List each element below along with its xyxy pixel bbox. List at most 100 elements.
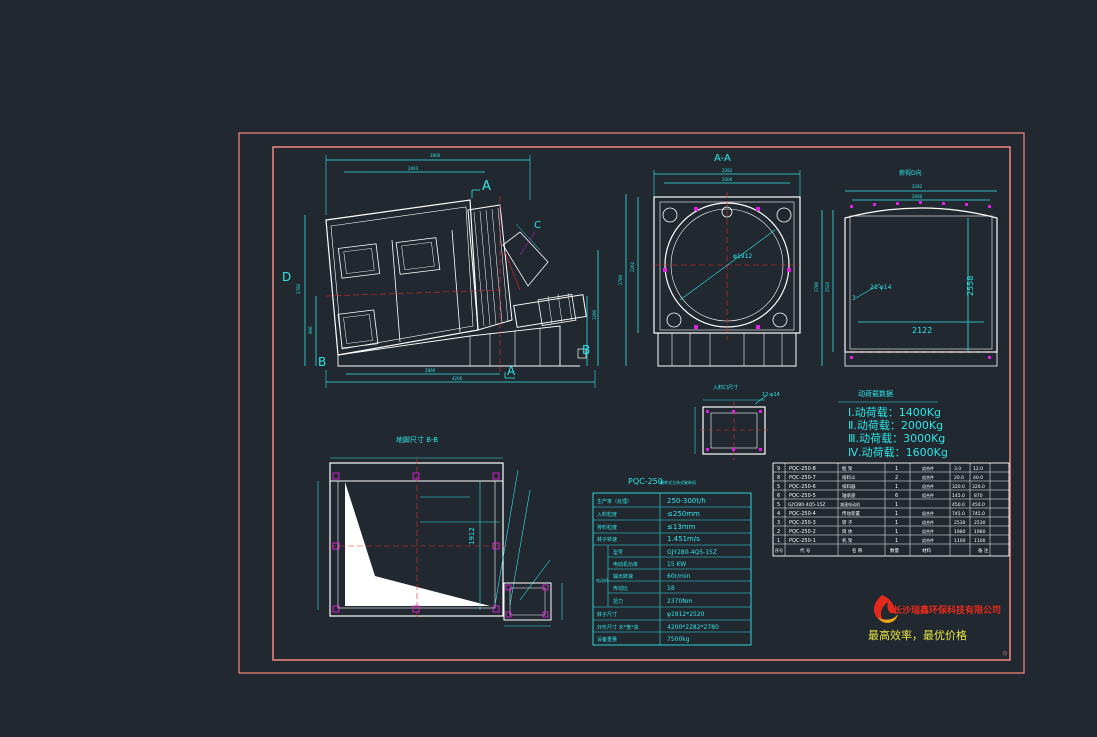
svg-text:2370Nm: 2370Nm: [667, 598, 693, 605]
bom-row-7: 3 PQC-250-3 转 子 1 组合件 2530 2530: [777, 519, 986, 526]
svg-text:组合件: 组合件: [922, 528, 934, 534]
svg-text:1: 1: [895, 484, 898, 490]
svg-text:5: 5: [777, 484, 780, 490]
svg-text:2282: 2282: [722, 168, 733, 173]
svg-text:组合件: 组合件: [922, 492, 934, 498]
spec-subtitle: 翻转式立体式破碎机: [660, 479, 696, 485]
svg-text:PQC-250-6: PQC-250-6: [789, 484, 816, 490]
svg-text:入料粒度: 入料粒度: [597, 511, 617, 518]
svg-text:1100: 1100: [974, 538, 986, 544]
svg-text:2900: 2900: [430, 153, 441, 158]
svg-text:2003: 2003: [408, 166, 419, 171]
frame-corner-mark: Q: [1003, 651, 1007, 657]
svg-text:2780: 2780: [296, 283, 301, 294]
load-line-4: Ⅳ.动荷载：1600Kg: [848, 446, 948, 459]
svg-text:2262: 2262: [630, 261, 635, 272]
svg-text:450.0: 450.0: [972, 502, 985, 508]
svg-text:转 子: 转 子: [842, 519, 853, 526]
svg-text:745.0: 745.0: [952, 511, 965, 517]
svg-text:1980: 1980: [954, 529, 966, 535]
svg-text:组合件: 组合件: [922, 519, 934, 525]
svg-text:外形尺寸 长*宽*高: 外形尺寸 长*宽*高: [597, 624, 639, 631]
svg-text:2000: 2000: [912, 194, 923, 199]
svg-text:组合件: 组合件: [922, 537, 934, 543]
bom-row-3: 5 PQC-250-6 排料器 1 组合件 320.0 320.0: [777, 483, 985, 490]
svg-text:250-300t/h: 250-300t/h: [667, 497, 706, 505]
svg-text:排料器: 排料器: [842, 483, 856, 490]
svg-text:组合件: 组合件: [922, 474, 934, 480]
svg-text:机 架: 机 架: [842, 537, 853, 544]
svg-text:2: 2: [895, 475, 898, 481]
bom-row-8: 2 PQC-250-2 筒 体 1 组合件 1980 1980: [777, 528, 986, 535]
svg-text:1100: 1100: [954, 538, 966, 544]
svg-text:设备重量: 设备重量: [597, 636, 617, 643]
svg-text:减速电动机: 减速电动机: [840, 501, 860, 507]
svg-text:型号: 型号: [613, 549, 623, 556]
svg-text:8: 8: [777, 475, 780, 481]
inner-frame: [272, 146, 1011, 661]
svg-text:3: 3: [852, 295, 856, 302]
svg-text:1980: 1980: [974, 529, 986, 535]
svg-text:PQC-250-3: PQC-250-3: [789, 520, 816, 526]
svg-text:1.451m/s: 1.451m/s: [667, 535, 700, 543]
rotor-diameter-label: φ1912: [733, 253, 752, 260]
side-view-height: 2558: [966, 276, 975, 296]
svg-text:12.0: 12.0: [973, 466, 983, 472]
svg-text:代 号: 代 号: [800, 547, 811, 554]
svg-text:1: 1: [895, 502, 898, 508]
svg-text:轴承座: 轴承座: [842, 492, 856, 499]
svg-text:电动机功率: 电动机功率: [613, 561, 638, 568]
svg-text:906: 906: [308, 326, 313, 334]
svg-text:1: 1: [895, 511, 898, 517]
side-view-width: 2122: [912, 326, 932, 335]
svg-text:450.0: 450.0: [952, 502, 965, 508]
svg-text:PQC-250-8: PQC-250-8: [789, 466, 816, 472]
spec-rows: 生产率（处理） 250-300t/h 入料粒度 ≤250mm 排料粒度 ≤13m…: [596, 497, 719, 643]
svg-text:筒 体: 筒 体: [842, 528, 853, 535]
bom-row-1: 9 PQC-250-8 框 架 1 组合件 3.0 12.0: [777, 465, 983, 472]
bom-row-4: 6 PQC-250-5 轴承座 6 组合件 145.0 870: [777, 492, 983, 499]
side-view-holes: 21-φ14: [870, 284, 892, 291]
svg-text:2780: 2780: [814, 281, 819, 292]
bom-row-6: 4 PQC-250-4 传动装置 1 组合件 745.0 745.0: [777, 510, 985, 517]
svg-text:序号: 序号: [775, 547, 783, 553]
svg-text:1: 1: [895, 466, 898, 472]
svg-text:2530: 2530: [974, 520, 986, 526]
bom-row-9: 1 PQC-250-1 机 架 1 组合件 1100 1100: [777, 537, 986, 544]
svg-text:φ1912*2520: φ1912*2520: [667, 611, 705, 618]
svg-text:3: 3: [777, 520, 780, 526]
section-aa-view[interactable]: 2282 2000 2780 2262: [618, 168, 801, 367]
svg-text:60r/min: 60r/min: [667, 573, 691, 580]
svg-text:PQC-250-5: PQC-250-5: [789, 493, 816, 499]
svg-text:2: 2: [777, 529, 780, 535]
marker-a-top: A: [482, 179, 491, 194]
svg-text:PQC-250-7: PQC-250-7: [789, 475, 816, 481]
svg-text:扭力: 扭力: [613, 598, 623, 605]
section-bb-view[interactable]: [317, 457, 563, 627]
svg-text:框 架: 框 架: [842, 465, 853, 472]
svg-text:组合件: 组合件: [922, 465, 934, 471]
svg-text:1: 1: [895, 529, 898, 535]
svg-text:PQC-250-1: PQC-250-1: [789, 538, 816, 544]
svg-text:GJY280-4Q5-15Z: GJY280-4Q5-15Z: [788, 502, 825, 508]
section-bb-title: 地脚尺寸 B-B: [396, 435, 438, 444]
svg-text:6: 6: [895, 493, 898, 499]
svg-text:备 注: 备 注: [978, 547, 989, 554]
svg-text:4: 4: [777, 511, 780, 517]
marker-a-bottom: A: [507, 364, 516, 378]
bom-row-2: 8 PQC-250-7 排料斗 2 组合件 20.0 40.0: [777, 474, 983, 481]
svg-text:组合件: 组合件: [922, 510, 934, 516]
inlet-view-holes: 12-φ14: [762, 392, 780, 398]
svg-text:生产率（处理）: 生产率（处理）: [597, 498, 632, 505]
svg-text:输出转速: 输出转速: [613, 573, 633, 580]
svg-text:6: 6: [777, 493, 780, 499]
inlet-view[interactable]: [694, 395, 768, 460]
section-bb-dim: 1912: [468, 527, 476, 545]
svg-text:数量: 数量: [890, 547, 899, 554]
front-view[interactable]: 2900 2003: [296, 153, 599, 388]
svg-text:20.0: 20.0: [954, 475, 964, 481]
svg-text:320.0: 320.0: [952, 484, 965, 490]
load-data-block: 动荷载数据 Ⅰ.动荷载：1400Kg Ⅱ.动荷载：2000Kg Ⅲ.动荷载：30…: [838, 389, 948, 459]
side-view[interactable]: 2282 2000 2520 2780 3: [814, 184, 998, 367]
